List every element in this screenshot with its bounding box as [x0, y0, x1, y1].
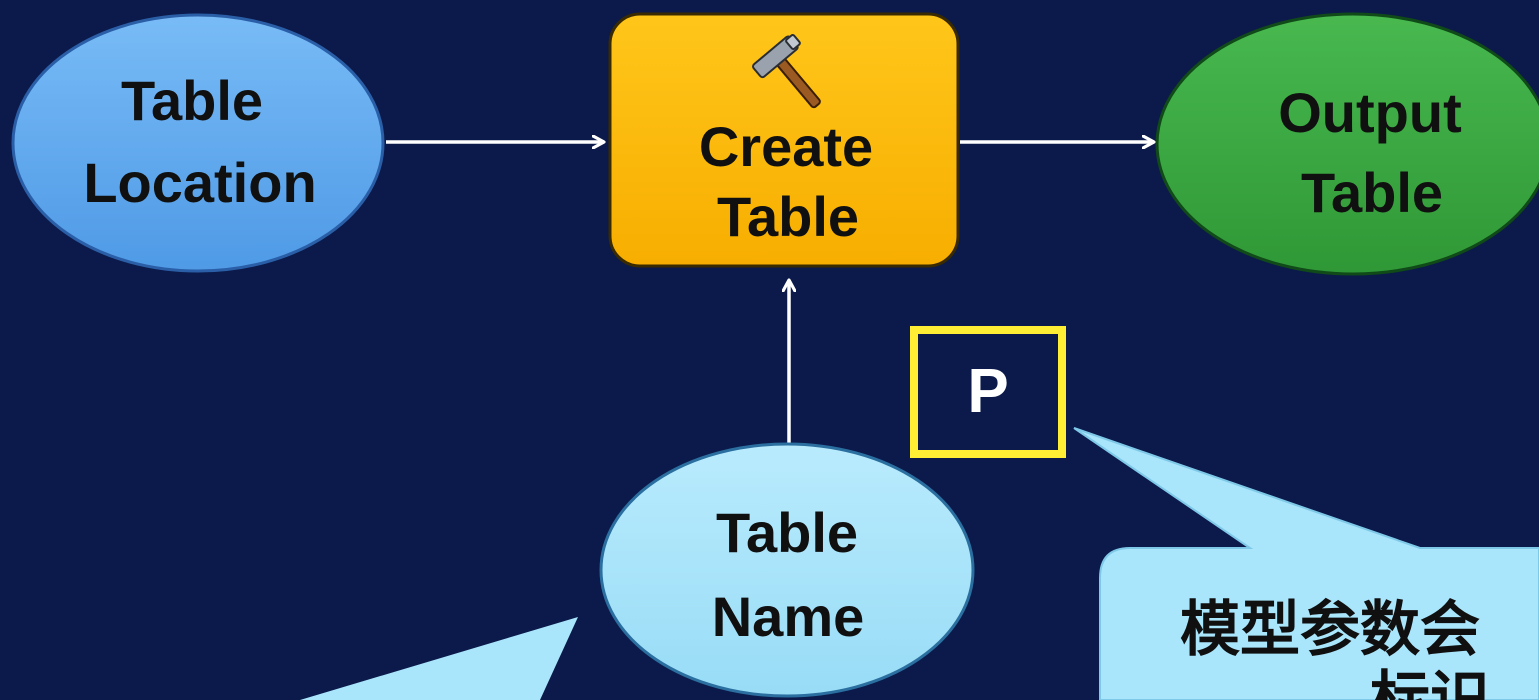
hammer-icon: [752, 34, 821, 109]
table-location-line2: Location: [83, 151, 316, 214]
callout-right-line1: 模型参数会: [1180, 595, 1480, 665]
node-create-table: Create Table: [608, 12, 960, 268]
parameter-badge-label: P: [967, 357, 1008, 426]
parameter-badge: P: [910, 326, 1066, 458]
create-table-line1: Create: [699, 115, 873, 178]
table-name-ellipse: [599, 442, 975, 698]
callout-right: 模型参数会 标识: [1073, 427, 1539, 700]
node-output-table: Output Table: [1155, 12, 1539, 276]
create-table-box: [608, 12, 960, 268]
output-table-ellipse: [1155, 12, 1539, 276]
create-table-line2: Table: [717, 185, 859, 248]
callout-left-bubble: [300, 617, 578, 700]
table-location-line1: Table: [121, 69, 263, 132]
output-table-line1: Output: [1278, 81, 1461, 144]
table-name-line2: Name: [712, 585, 865, 648]
output-table-line2: Table: [1301, 161, 1443, 224]
callout-right-bubble: [1073, 427, 1539, 700]
callout-right-line2: 标识: [1370, 665, 1490, 700]
table-location-ellipse: [11, 13, 385, 273]
node-table-location: Table Location: [11, 13, 385, 273]
table-name-line1: Table: [716, 501, 858, 564]
parameter-badge-box: [910, 326, 1066, 458]
node-table-name: Table Name: [599, 442, 975, 698]
